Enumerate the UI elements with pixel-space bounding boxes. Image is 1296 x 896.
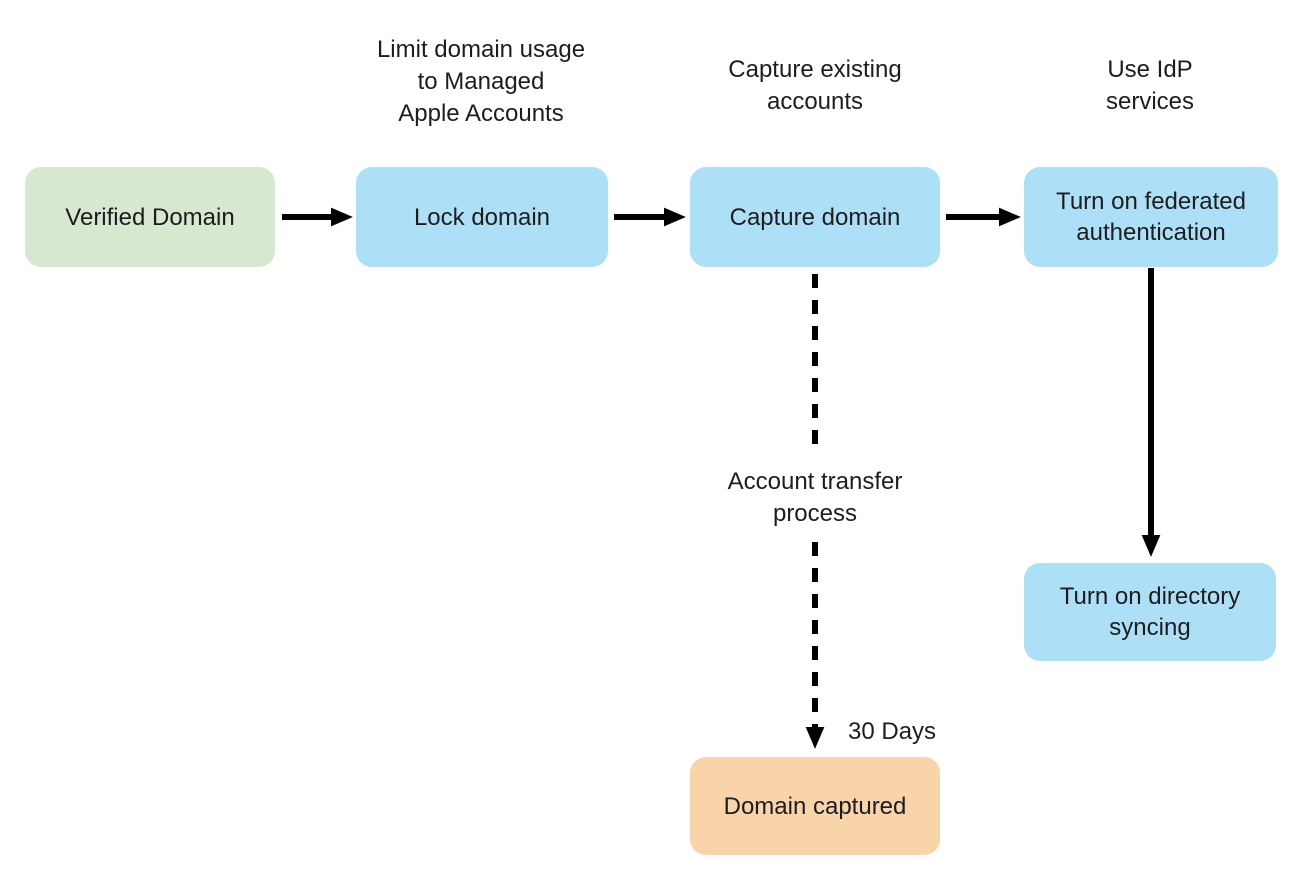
annotation-30-days: 30 Days (848, 718, 937, 745)
node-turn-on-directory-syncing-label: Turn on directory syncing (1059, 583, 1241, 641)
node-domain-captured: Domain captured (690, 757, 940, 855)
node-capture-domain: Capture domain (690, 167, 940, 267)
node-domain-captured-label: Domain captured (723, 792, 907, 820)
annotation-capture-existing-accounts: Capture existing accounts (728, 56, 902, 115)
annotation-limit-domain-usage: Limit domain usage to Managed Apple Acco… (376, 36, 586, 127)
node-turn-on-federated-authentication: Turn on federated authentication (1024, 167, 1278, 267)
node-turn-on-directory-syncing: Turn on directory syncing (1024, 563, 1276, 661)
node-verified-domain-label: Verified Domain (65, 203, 235, 231)
node-lock-domain: Lock domain (356, 167, 608, 267)
annotation-account-transfer-process: Account transfer process (727, 468, 903, 527)
node-turn-on-federated-authentication-label: Turn on federated authentication (1056, 188, 1246, 246)
annotation-use-idp-services: Use IdP services (1105, 56, 1195, 115)
node-capture-domain-label: Capture domain (729, 203, 901, 231)
node-verified-domain: Verified Domain (25, 167, 275, 267)
node-lock-domain-label: Lock domain (413, 203, 551, 231)
